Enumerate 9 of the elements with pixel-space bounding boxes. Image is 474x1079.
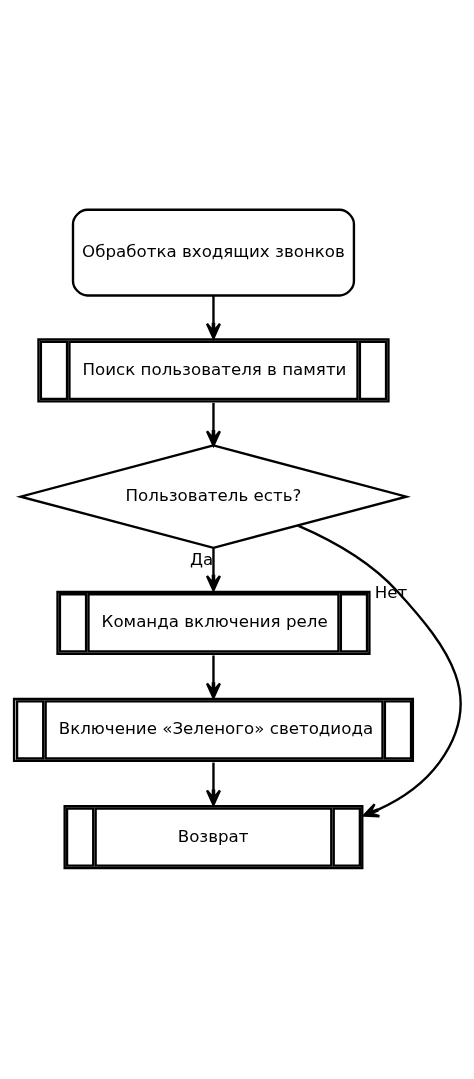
edge-label: Да [189, 549, 214, 569]
arrow [205, 762, 222, 807]
arrow [297, 524, 462, 818]
arrow [205, 295, 222, 340]
node-diamond: Пользователь есть? [16, 444, 411, 550]
arrow [205, 655, 222, 699]
node-box: Обработка входящих звонков [71, 208, 356, 297]
arrow [205, 402, 222, 447]
arrow [205, 547, 222, 592]
